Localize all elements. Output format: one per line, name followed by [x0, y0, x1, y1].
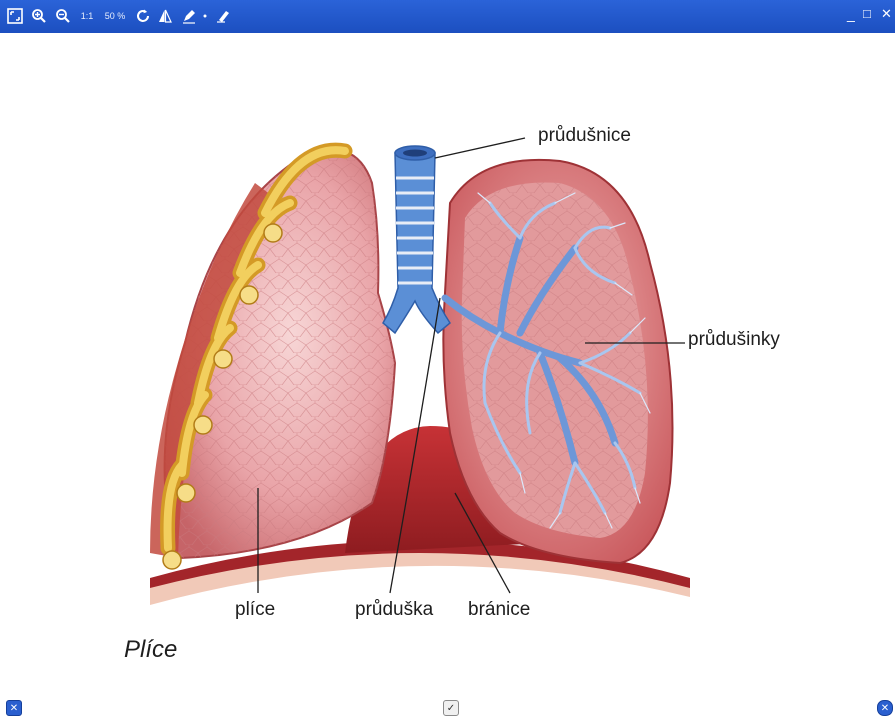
flip-icon[interactable] [156, 7, 174, 25]
dot-icon[interactable] [200, 7, 210, 25]
fit-screen-icon[interactable] [6, 7, 24, 25]
figure-caption: Plíce [124, 636, 177, 664]
label-diaphragm: bránice [468, 599, 530, 621]
close-circle-icon[interactable]: ✕ [877, 700, 893, 716]
zoom-out-icon[interactable] [54, 7, 72, 25]
right-lung [443, 160, 672, 563]
close-button[interactable]: ✕ [881, 6, 892, 22]
image-viewer-canvas: průdušnice průdušinky plíce průduška brá… [0, 33, 895, 693]
label-lung: plíce [235, 599, 275, 621]
trachea [383, 146, 450, 333]
close-circle-icon[interactable]: ✕ [6, 700, 22, 716]
pen-icon[interactable] [180, 7, 198, 25]
lungs-illustration [0, 33, 895, 693]
viewer-toolbar: 1:1 50 % _ □ ✕ [0, 0, 895, 34]
rotate-icon[interactable] [134, 7, 152, 25]
maximize-button[interactable]: □ [863, 6, 871, 21]
zoom-level-text: 50 % [104, 7, 126, 25]
label-bronchioles: průdušinky [688, 329, 780, 351]
zoom-in-icon[interactable] [30, 7, 48, 25]
actual-size-button[interactable]: 1:1 [78, 7, 96, 25]
eraser-icon[interactable] [214, 7, 232, 25]
label-bronchus: průduška [355, 599, 433, 621]
label-trachea: průdušnice [538, 125, 631, 147]
minimize-button[interactable]: _ [847, 6, 855, 22]
checkbox-icon[interactable]: ✓ [443, 700, 459, 716]
